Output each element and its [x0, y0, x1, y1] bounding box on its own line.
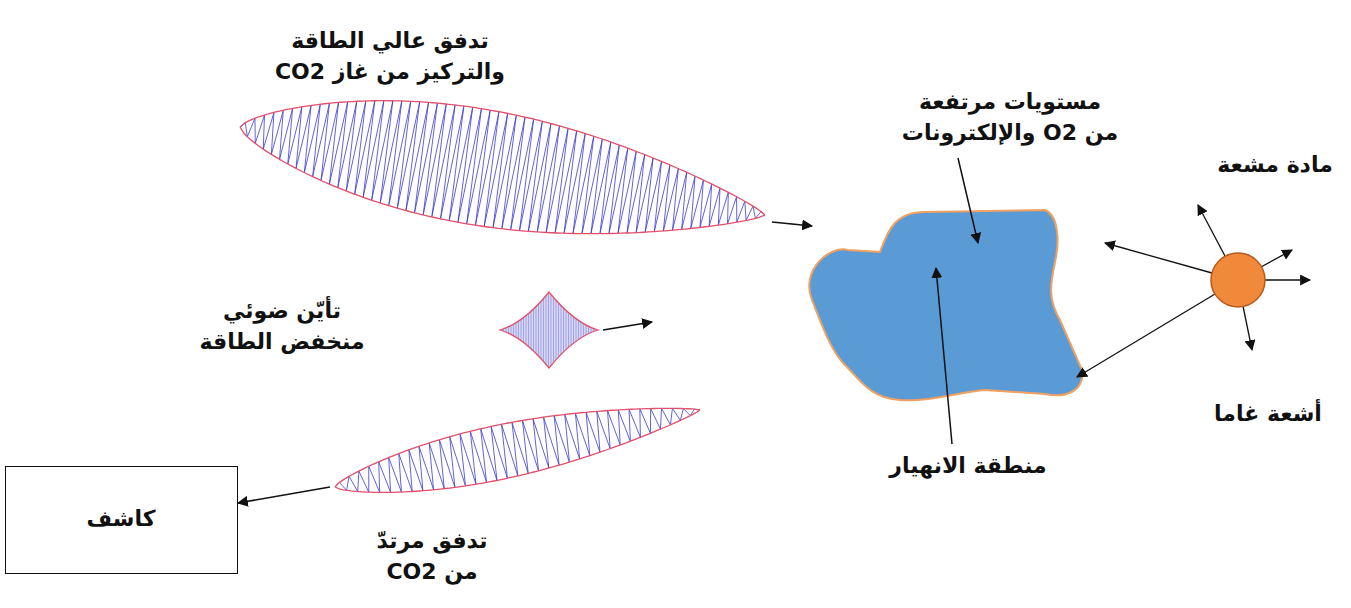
hatch-line	[571, 290, 572, 372]
hatch-line	[573, 290, 574, 372]
hatch-line	[506, 290, 507, 372]
hatch-line	[533, 290, 534, 372]
hatch-line	[521, 290, 522, 372]
hatch-line	[523, 290, 524, 372]
hatch-line	[548, 290, 549, 372]
hatch-line	[581, 290, 582, 372]
detector-box: كاشف	[5, 466, 238, 574]
leader-arrow	[936, 268, 952, 444]
hatch-line	[568, 290, 569, 372]
wave-envelope	[335, 408, 700, 487]
gamma-ray	[1265, 279, 1310, 280]
callout-label: منطقة الانهيار	[888, 451, 1048, 482]
hatch-line	[508, 290, 509, 372]
flow-arrow	[603, 322, 652, 330]
hatch-line	[576, 290, 577, 372]
hatch-line	[513, 290, 514, 372]
hatch-line	[516, 290, 517, 372]
hatch-line	[526, 290, 527, 372]
shape-heading: تأيّن ضوئي منخفض الطاقة	[191, 296, 374, 358]
hatch-line	[531, 290, 532, 372]
hatch-line	[518, 290, 519, 372]
callout-label: مادة مشعة	[1216, 150, 1334, 181]
hatch-line	[583, 290, 584, 372]
pulse-shape	[498, 290, 600, 372]
wave-envelope	[335, 410, 700, 492]
pulse-outline	[500, 292, 598, 368]
wave-oscillation	[335, 408, 700, 492]
gamma-ray	[1077, 294, 1215, 377]
hatch-line	[561, 290, 562, 372]
photoionization-pulse: تأيّن ضوئي منخفض الطاقة	[498, 290, 600, 372]
hatch-line	[578, 290, 579, 372]
wave-oscillation	[240, 101, 765, 234]
flow-connector	[238, 487, 330, 503]
hatch-line	[551, 290, 552, 372]
hatch-line	[536, 290, 537, 372]
wave-band	[232, 85, 777, 275]
wave-band	[330, 395, 705, 495]
box-label: كاشف	[86, 504, 157, 535]
hatch-line	[563, 290, 564, 372]
hatch-line	[598, 290, 599, 372]
hatch-line	[538, 290, 539, 372]
hatch-line	[586, 290, 587, 372]
callout-label: أشعة غاما	[1213, 399, 1323, 430]
gamma-ray	[1105, 243, 1212, 273]
hatch-line	[511, 290, 512, 372]
pulse-hatch	[501, 290, 599, 372]
hatch-line	[553, 290, 554, 372]
gamma-ray	[1261, 250, 1292, 267]
hatch-line	[588, 290, 589, 372]
hatch-line	[543, 290, 544, 372]
flow-arrow	[772, 222, 812, 226]
gamma-ray	[1243, 306, 1252, 350]
callout-label: مستويات مرتفعة من O2 والإلكترونات	[884, 87, 1136, 149]
wave-envelope	[240, 101, 765, 215]
return-flow-band: تدفق مرتدّ من CO2	[330, 395, 705, 495]
hatch-line	[591, 290, 592, 372]
hatch-line	[566, 290, 567, 372]
hatch-line	[546, 290, 547, 372]
gamma-ray	[1198, 205, 1225, 256]
wave-envelope	[240, 127, 765, 234]
shape-heading: تدفق عالي الطاقة والتركيز من غاز CO2	[255, 26, 525, 88]
hatch-line	[528, 290, 529, 372]
high-energy-flow-band: تدفق عالي الطاقة والتركيز من غاز CO2	[232, 85, 777, 275]
radioactive-source	[1211, 253, 1265, 307]
shape-heading: تدفق مرتدّ من CO2	[365, 526, 500, 588]
leader-arrow	[958, 158, 978, 243]
